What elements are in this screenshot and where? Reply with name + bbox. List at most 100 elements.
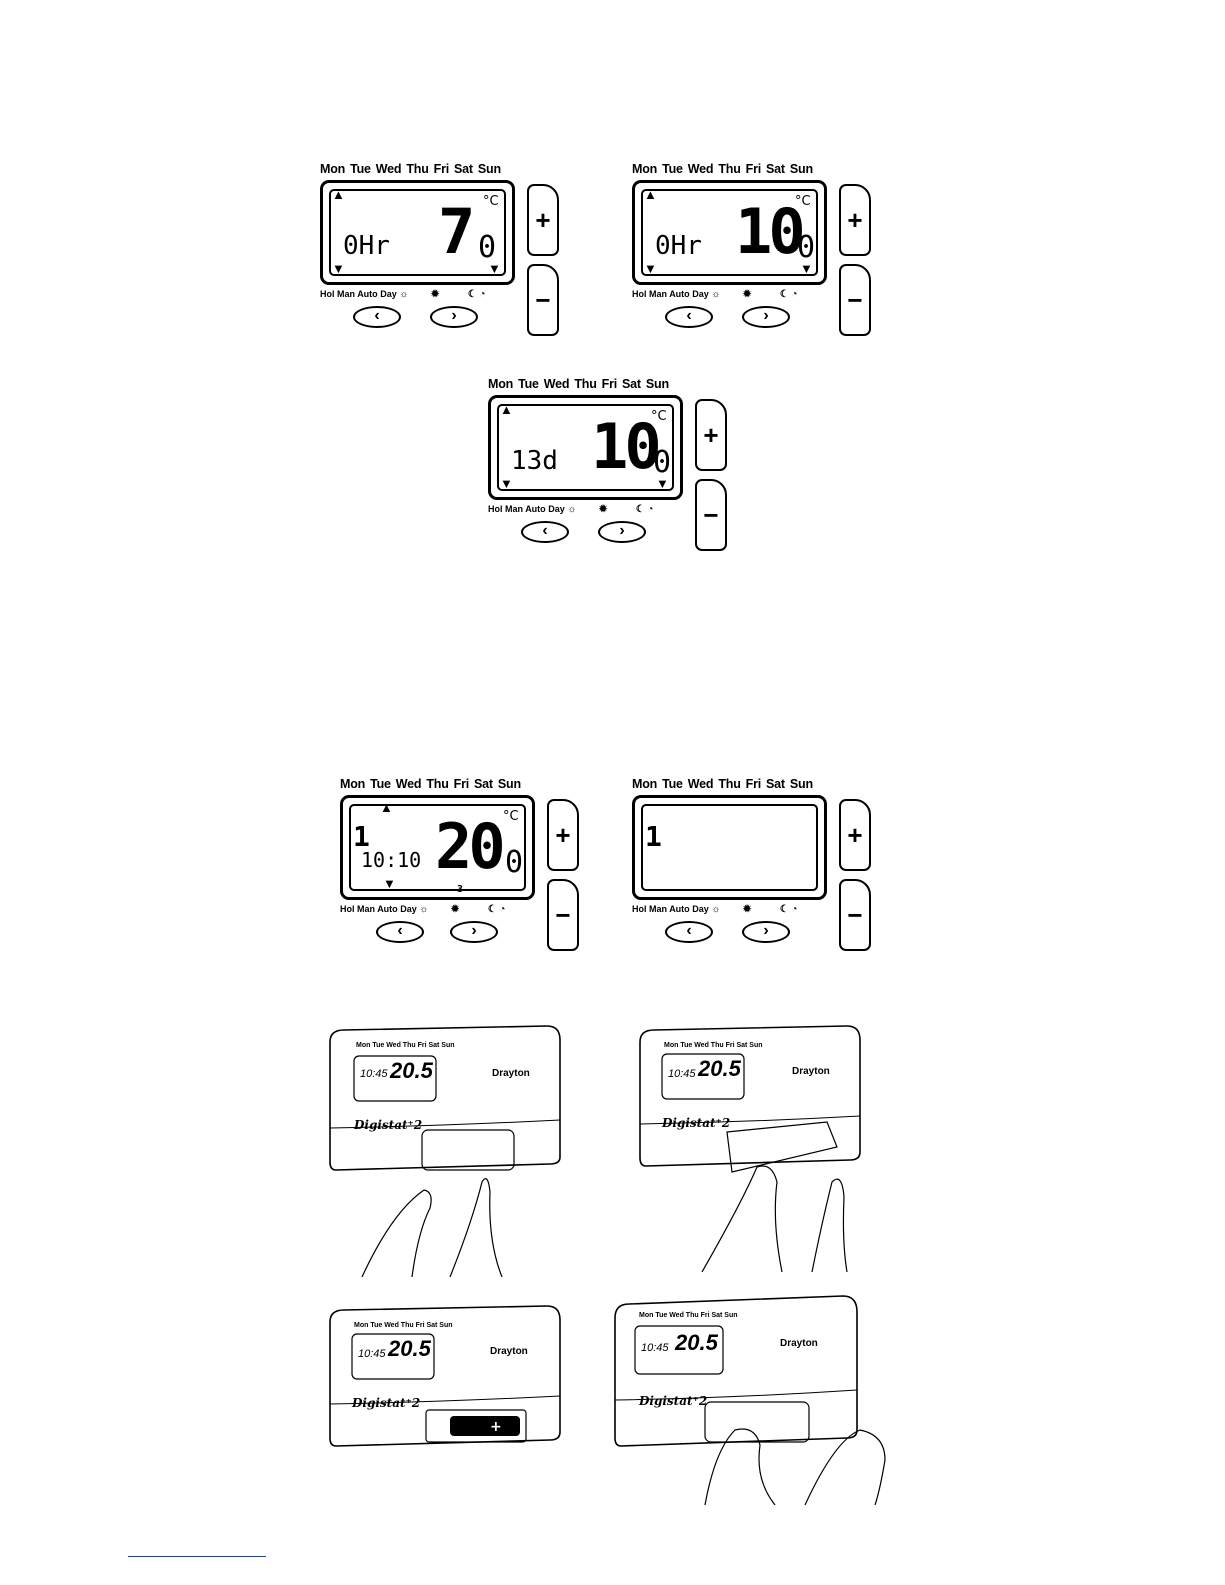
plus-button[interactable]: + bbox=[547, 799, 579, 871]
minus-button[interactable]: − bbox=[695, 479, 727, 551]
down-arrow-indicator: ▼ bbox=[383, 876, 396, 891]
day-sat: Sat bbox=[766, 777, 785, 791]
plus-button[interactable]: + bbox=[695, 399, 727, 471]
duration-readout: 0Hr bbox=[655, 231, 702, 261]
moon-icon: ☾ bbox=[779, 904, 789, 915]
sun-icon: ✹ bbox=[598, 504, 608, 515]
clock-icon: ◔ bbox=[499, 904, 506, 915]
device-temp: 20.5 bbox=[388, 1336, 431, 1361]
day-wed: Wed bbox=[687, 777, 714, 791]
sunrise-icon: ☼ bbox=[419, 904, 429, 915]
mode-labels: Hol Man Auto Day ☼ ✹ ☾ ◔ bbox=[320, 289, 520, 300]
lcd-screen: ▲ ▼ ▼ 13d 10 0 °C bbox=[488, 395, 683, 500]
battery-insert-illustration: + Mon Tue Wed Thu Fri Sat Sun 10:45 20.5… bbox=[322, 1302, 572, 1452]
mode-labels: Hol Man Auto Day ☼ ✹ ☾ ◔ bbox=[632, 289, 832, 300]
sun-icon: ✹ bbox=[742, 904, 752, 915]
day-fri: Fri bbox=[745, 162, 762, 176]
sunrise-icon: ☼ bbox=[567, 504, 577, 515]
day-sat: Sat bbox=[622, 377, 641, 391]
left-button[interactable]: ‹ bbox=[665, 306, 713, 328]
period-number: 3 bbox=[457, 884, 464, 895]
day-sat: Sat bbox=[766, 162, 785, 176]
plus-button[interactable]: + bbox=[527, 184, 559, 256]
brand-logo: Drayton bbox=[492, 1068, 530, 1079]
down-arrow-indicator: ▼ bbox=[644, 261, 657, 276]
day-mon: Mon bbox=[488, 377, 514, 391]
footer-rule bbox=[128, 1556, 266, 1557]
brand-logo: Drayton bbox=[490, 1346, 528, 1357]
device-time: 10:45 bbox=[360, 1068, 388, 1080]
mode-man: Man bbox=[337, 289, 356, 299]
day-tue: Tue bbox=[370, 777, 391, 791]
day-mon: Mon bbox=[340, 777, 366, 791]
moon-icon: ☾ bbox=[487, 904, 497, 915]
right-button[interactable]: › bbox=[742, 306, 790, 328]
mode-hol: Hol bbox=[340, 904, 355, 914]
day-tue: Tue bbox=[662, 162, 683, 176]
temperature-integer: 10 bbox=[591, 410, 662, 483]
lcd-screen: 1 ▲ ▼ 10:10 20 0 °C 3 bbox=[340, 795, 535, 900]
minus-button[interactable]: − bbox=[839, 264, 871, 336]
device-drawing bbox=[614, 1295, 886, 1506]
up-arrow-indicator: ▲ bbox=[644, 187, 657, 202]
svg-text:+: + bbox=[490, 1419, 502, 1435]
left-button[interactable]: ‹ bbox=[665, 921, 713, 943]
clock-icon: ◔ bbox=[647, 504, 654, 515]
mode-day: Day bbox=[400, 904, 417, 914]
left-button[interactable]: ‹ bbox=[521, 521, 569, 543]
mode-day: Day bbox=[692, 904, 709, 914]
channel-indicator: 1 bbox=[645, 820, 662, 853]
minus-button[interactable]: − bbox=[839, 879, 871, 951]
mode-man: Man bbox=[649, 289, 668, 299]
celsius-unit: °C bbox=[795, 194, 811, 209]
day-sun: Sun bbox=[789, 162, 813, 176]
left-button[interactable]: ‹ bbox=[376, 921, 424, 943]
day-labels-small: Mon Tue Wed Thu Fri Sat Sun bbox=[354, 1322, 453, 1329]
left-button[interactable]: ‹ bbox=[353, 306, 401, 328]
model-logo: Digistat⁺2 bbox=[354, 1118, 423, 1132]
right-button[interactable]: › bbox=[430, 306, 478, 328]
day-labels-small: Mon Tue Wed Thu Fri Sat Sun bbox=[664, 1042, 763, 1049]
day-wed: Wed bbox=[543, 377, 570, 391]
minus-button[interactable]: − bbox=[527, 264, 559, 336]
up-arrow-indicator: ▲ bbox=[332, 187, 345, 202]
device-temp: 20.5 bbox=[675, 1330, 718, 1355]
duration-readout: 0Hr bbox=[343, 231, 390, 261]
brand-logo: Drayton bbox=[792, 1066, 830, 1077]
day-fri: Fri bbox=[453, 777, 470, 791]
day-wed: Wed bbox=[395, 777, 422, 791]
right-button[interactable]: › bbox=[450, 921, 498, 943]
moon-icon: ☾ bbox=[779, 289, 789, 300]
down-arrow-indicator: ▼ bbox=[332, 261, 345, 276]
day-mon: Mon bbox=[320, 162, 346, 176]
right-button[interactable]: › bbox=[598, 521, 646, 543]
sun-icon: ✹ bbox=[742, 289, 752, 300]
temperature-decimal: 0 bbox=[797, 230, 816, 265]
minus-button[interactable]: − bbox=[547, 879, 579, 951]
mode-hol: Hol bbox=[488, 504, 503, 514]
day-tue: Tue bbox=[350, 162, 371, 176]
lcd-screen: ▲ ▼ ▼ 0Hr 10 0 °C bbox=[632, 180, 827, 285]
sunrise-icon: ☼ bbox=[711, 904, 721, 915]
day-wed: Wed bbox=[375, 162, 402, 176]
model-logo: Digistat⁺2 bbox=[639, 1394, 708, 1408]
day-fri: Fri bbox=[433, 162, 450, 176]
day-sun: Sun bbox=[477, 162, 501, 176]
mode-hol: Hol bbox=[320, 289, 335, 299]
plus-button[interactable]: + bbox=[839, 799, 871, 871]
clock-icon: ◔ bbox=[791, 904, 798, 915]
time-readout: 10:10 bbox=[361, 848, 422, 872]
up-arrow-indicator: ▲ bbox=[380, 800, 393, 815]
plus-button[interactable]: + bbox=[839, 184, 871, 256]
mode-man: Man bbox=[357, 904, 376, 914]
day-thu: Thu bbox=[426, 777, 449, 791]
day-sat: Sat bbox=[474, 777, 493, 791]
celsius-unit: °C bbox=[483, 194, 499, 209]
channel-indicator: 1 bbox=[353, 820, 370, 853]
right-button[interactable]: › bbox=[742, 921, 790, 943]
mode-auto: Auto bbox=[377, 904, 398, 914]
day-thu: Thu bbox=[574, 377, 597, 391]
mode-hol: Hol bbox=[632, 289, 647, 299]
